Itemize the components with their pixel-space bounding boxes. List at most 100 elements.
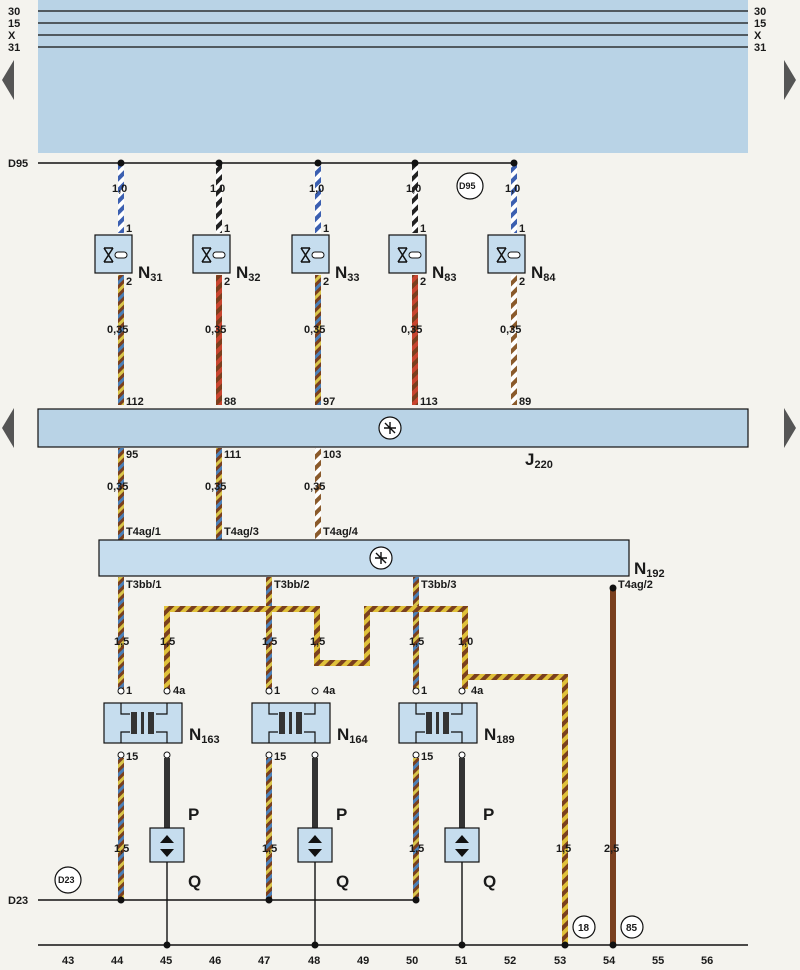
svg-text:0,35: 0,35 <box>500 324 521 336</box>
rail-label-30-left: 30 <box>8 6 20 18</box>
controller-j220-label: J220 <box>525 450 553 471</box>
wire-t4ag2 <box>610 590 616 944</box>
hv-leads <box>164 758 465 828</box>
svg-text:4a: 4a <box>323 685 336 697</box>
svg-text:2: 2 <box>420 276 426 288</box>
wire-53-gauge: 1,5 <box>556 843 571 855</box>
coil-pin-nodes <box>117 687 466 759</box>
svg-text:1,5: 1,5 <box>409 843 424 855</box>
header-rail-labels-left: 30 15 X 31 <box>8 6 20 54</box>
svg-text:112: 112 <box>126 396 144 408</box>
svg-text:2: 2 <box>323 276 329 288</box>
badge-ref-18-text: 18 <box>578 923 590 934</box>
svg-text:2: 2 <box>126 276 132 288</box>
injector-feed-wires <box>118 165 517 233</box>
rail-label-30-right: 30 <box>754 6 766 18</box>
svg-text:1: 1 <box>421 685 427 697</box>
svg-text:50: 50 <box>406 955 418 967</box>
coil-n163-label: N163 <box>189 725 220 746</box>
svg-text:51: 51 <box>455 955 467 967</box>
ground-rail-nodes <box>163 941 617 949</box>
svg-text:0,35: 0,35 <box>205 324 226 336</box>
svg-text:43: 43 <box>62 955 74 967</box>
injector-n33: N33 <box>291 234 360 284</box>
svg-text:54: 54 <box>603 955 616 967</box>
svg-text:47: 47 <box>258 955 270 967</box>
badge-d95 <box>456 172 484 200</box>
svg-text:T4ag/2: T4ag/2 <box>618 579 653 591</box>
injector-n33-label: N33 <box>335 263 360 284</box>
svg-text:P: P <box>188 805 199 824</box>
injector-n83: N83 <box>388 234 457 284</box>
svg-text:1: 1 <box>323 223 329 235</box>
svg-text:53: 53 <box>554 955 566 967</box>
column-numbers: 43 44 45 46 47 48 49 50 51 52 53 54 55 5… <box>62 955 713 967</box>
coil-4a-crosslinks <box>164 606 568 944</box>
svg-text:52: 52 <box>504 955 516 967</box>
svg-text:15: 15 <box>274 751 286 763</box>
svg-text:0,35: 0,35 <box>107 324 128 336</box>
svg-text:1: 1 <box>126 685 132 697</box>
svg-text:1: 1 <box>420 223 426 235</box>
coil-gauge-labels: 1,5 1,5 1,5 1,5 1,5 1,0 <box>114 636 473 648</box>
svg-text:T3bb/3: T3bb/3 <box>421 579 456 591</box>
badge-d95-text: D95 <box>459 181 476 191</box>
injector-n84-label: N84 <box>531 263 556 284</box>
svg-text:T4ag/4: T4ag/4 <box>323 526 359 538</box>
svg-text:T4ag/3: T4ag/3 <box>224 526 259 538</box>
svg-text:1: 1 <box>274 685 280 697</box>
injector-n84: N84 <box>487 234 556 284</box>
svg-text:1,5: 1,5 <box>160 636 175 648</box>
bus-d23-label: D23 <box>8 895 28 907</box>
next-page-arrow-icon-2[interactable] <box>784 408 796 448</box>
header-panel <box>38 0 748 153</box>
injector-wire-labels: 1,0 1,0 1,0 1,0 1,0 1 1 1 1 1 2 2 2 2 2 … <box>107 183 531 408</box>
svg-text:4a: 4a <box>471 685 484 697</box>
svg-text:4a: 4a <box>173 685 186 697</box>
coil-ground-wires <box>118 758 419 900</box>
coil-n189-label: N189 <box>484 725 515 746</box>
j220-output-wires <box>118 448 321 540</box>
svg-text:15: 15 <box>126 751 138 763</box>
svg-text:1,5: 1,5 <box>114 843 129 855</box>
bus-d95-label: D95 <box>8 158 28 170</box>
svg-text:89: 89 <box>519 396 531 408</box>
rail-label-x-right: X <box>754 30 762 42</box>
badge-d23-text: D23 <box>58 875 75 885</box>
injector-feed-nodes <box>117 159 518 167</box>
injector-n83-label: N83 <box>432 263 457 284</box>
svg-text:46: 46 <box>209 955 221 967</box>
header-rail-labels-right: 30 15 X 31 <box>754 6 766 54</box>
n192-output-labels: T3bb/1 T3bb/2 T3bb/3 T4ag/2 <box>126 579 653 591</box>
injector-signal-wires <box>118 275 517 405</box>
svg-text:1: 1 <box>519 223 525 235</box>
svg-text:Q: Q <box>336 872 349 891</box>
coil-feed-wires <box>118 577 419 689</box>
coil-pin-labels: 1 4a 1 4a 1 4a <box>126 685 484 697</box>
svg-text:56: 56 <box>701 955 713 967</box>
rail-label-x-left: X <box>8 30 16 42</box>
rail-label-31-left: 31 <box>8 42 20 54</box>
prev-page-arrow-icon[interactable] <box>2 60 14 100</box>
coil-n164: N164 <box>251 702 369 746</box>
module-n192: N192 <box>98 539 665 580</box>
coil-n189: N189 <box>398 702 515 746</box>
svg-text:1: 1 <box>224 223 230 235</box>
svg-text:15: 15 <box>421 751 433 763</box>
prev-page-arrow-icon-2[interactable] <box>2 408 14 448</box>
svg-text:0,35: 0,35 <box>304 481 325 493</box>
badge-ref-18 <box>572 915 596 939</box>
svg-text:111: 111 <box>224 449 241 461</box>
spark-plug-2 <box>297 827 333 944</box>
coil-n164-label: N164 <box>337 725 369 746</box>
svg-text:1,0: 1,0 <box>505 183 520 195</box>
injector-n32: N32 <box>192 234 261 284</box>
next-page-arrow-icon[interactable] <box>784 60 796 100</box>
svg-text:0,35: 0,35 <box>304 324 325 336</box>
svg-text:97: 97 <box>323 396 335 408</box>
svg-text:2: 2 <box>519 276 525 288</box>
svg-text:1,5: 1,5 <box>409 636 424 648</box>
svg-text:1,5: 1,5 <box>114 636 129 648</box>
injector-n31: N31 <box>94 234 163 284</box>
